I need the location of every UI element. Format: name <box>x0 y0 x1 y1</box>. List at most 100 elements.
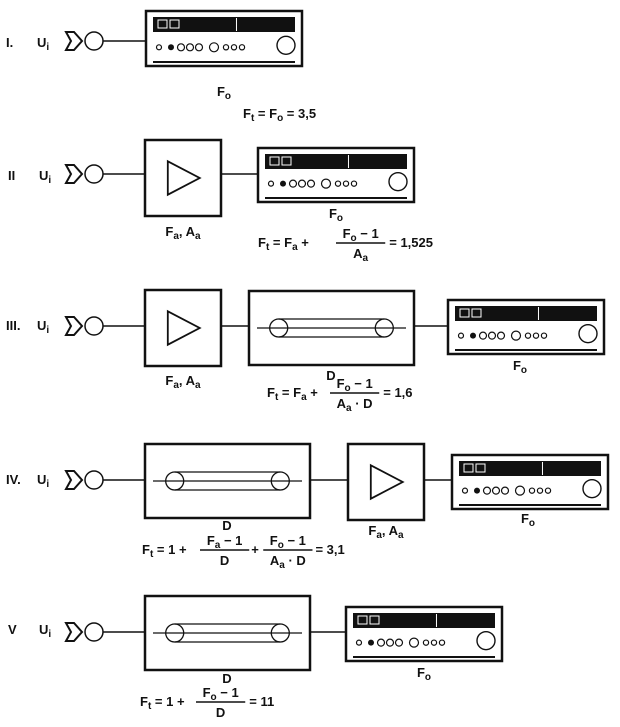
receiver-dial <box>276 35 296 55</box>
amplifier-box <box>143 138 223 218</box>
receiver-meter <box>369 615 380 625</box>
receiver-knob <box>155 44 163 51</box>
row-numeral: I. <box>6 35 13 50</box>
input-arrow-icon <box>64 316 84 336</box>
receiver-knob <box>334 180 342 187</box>
receiver-knob <box>500 486 510 495</box>
receiver-knob <box>532 332 540 339</box>
receiver-knob <box>288 179 298 188</box>
receiver-meter <box>475 463 486 473</box>
formula-lhs: Ft = 1 + <box>142 542 187 560</box>
formula-result: = 3,1 <box>315 542 344 557</box>
receiver-knob <box>342 180 350 187</box>
receiver-label: Fo <box>417 665 431 683</box>
connector-circle-icon <box>84 470 104 490</box>
receiver-label: Fo <box>217 84 231 102</box>
cable-end-icon <box>270 623 290 643</box>
receiver-knob <box>491 486 501 495</box>
receiver-icon <box>344 605 504 663</box>
receiver-knob <box>320 178 332 189</box>
amplifier-label: Fa, Aa <box>165 373 201 391</box>
amplifier-block <box>143 288 223 368</box>
receiver-meter <box>269 156 280 166</box>
receiver-display <box>455 306 597 321</box>
receiver-knob <box>355 639 363 646</box>
input-label: Ui <box>39 622 51 640</box>
receiver-knob <box>528 487 536 494</box>
fraction-denominator: D <box>216 705 225 720</box>
receiver-label: Fo <box>521 511 535 529</box>
receiver-knob <box>194 43 204 52</box>
amplifier-label: Fa, Aa <box>165 224 201 242</box>
formula-result: = 1,6 <box>383 385 412 400</box>
amplifier-triangle-icon <box>166 159 202 197</box>
receiver-knob <box>510 330 522 341</box>
receiver-display <box>353 613 495 628</box>
input-label: Ui <box>37 35 49 53</box>
receiver-knob <box>306 179 316 188</box>
receiver-knob <box>457 332 465 339</box>
receiver-knob <box>544 487 552 494</box>
amplifier-block <box>143 138 223 218</box>
input-label: Ui <box>37 318 49 336</box>
amplifier-box <box>346 442 426 522</box>
receiver-knob <box>185 43 195 52</box>
receiver-knob <box>438 639 446 646</box>
connector-circle-icon <box>84 31 104 51</box>
formula-plus: + <box>251 542 259 557</box>
amplifier-label: Fa, Aa <box>368 523 404 541</box>
receiver-knob <box>280 180 286 187</box>
receiver-knob <box>267 180 275 187</box>
row-numeral: II <box>8 168 15 183</box>
receiver-meter <box>169 19 180 29</box>
receiver-display <box>265 154 407 169</box>
receiver-knob <box>238 44 246 51</box>
receiver-knob <box>350 180 358 187</box>
receiver-knob <box>168 44 174 51</box>
fraction-denominator: Aa · D <box>270 553 306 571</box>
amplifier-block <box>346 442 426 522</box>
receiver-knob <box>368 639 374 646</box>
receiver-knob <box>430 639 438 646</box>
receiver-knob <box>496 331 506 340</box>
fraction-denominator: D <box>220 553 229 568</box>
receiver-knob <box>376 638 386 647</box>
receiver-knob <box>474 487 480 494</box>
receiver-knob <box>176 43 186 52</box>
fraction: Fo − 1Aa <box>336 226 386 264</box>
receiver-meter <box>281 156 292 166</box>
cable-end-icon <box>269 318 289 338</box>
cable-block <box>143 442 312 520</box>
input-arrow-icon <box>64 31 84 51</box>
receiver-icon <box>450 453 610 511</box>
fraction-numerator: Fo − 1 <box>343 226 379 244</box>
fraction-numerator: Fa − 1 <box>207 533 243 551</box>
cable-end-icon <box>165 471 185 491</box>
fraction: Fo − 1Aa · D <box>263 533 313 571</box>
receiver-dial <box>582 478 602 499</box>
amplifier-triangle-icon <box>369 463 405 501</box>
receiver-meter <box>471 308 482 318</box>
receiver-knob <box>540 332 548 339</box>
row-numeral: IV. <box>6 472 21 487</box>
input-label: Ui <box>37 472 49 490</box>
receiver-knob <box>394 638 404 647</box>
formula-result: = 1,525 <box>389 235 433 250</box>
receiver-knob <box>385 638 395 647</box>
input-arrow-icon <box>64 622 84 642</box>
receiver-knob <box>482 486 492 495</box>
formula-lhs: Ft = Fa + <box>267 385 318 403</box>
row-numeral: V <box>8 622 17 637</box>
receiver-knob <box>408 637 420 648</box>
fraction-denominator: Aa · D <box>337 396 373 414</box>
receiver-knob <box>422 639 430 646</box>
receiver-knob <box>208 42 220 53</box>
cable-end-icon <box>374 318 394 338</box>
cable-block <box>143 594 312 672</box>
receiver-dial <box>578 323 598 344</box>
fraction-numerator: Fo − 1 <box>337 376 373 394</box>
